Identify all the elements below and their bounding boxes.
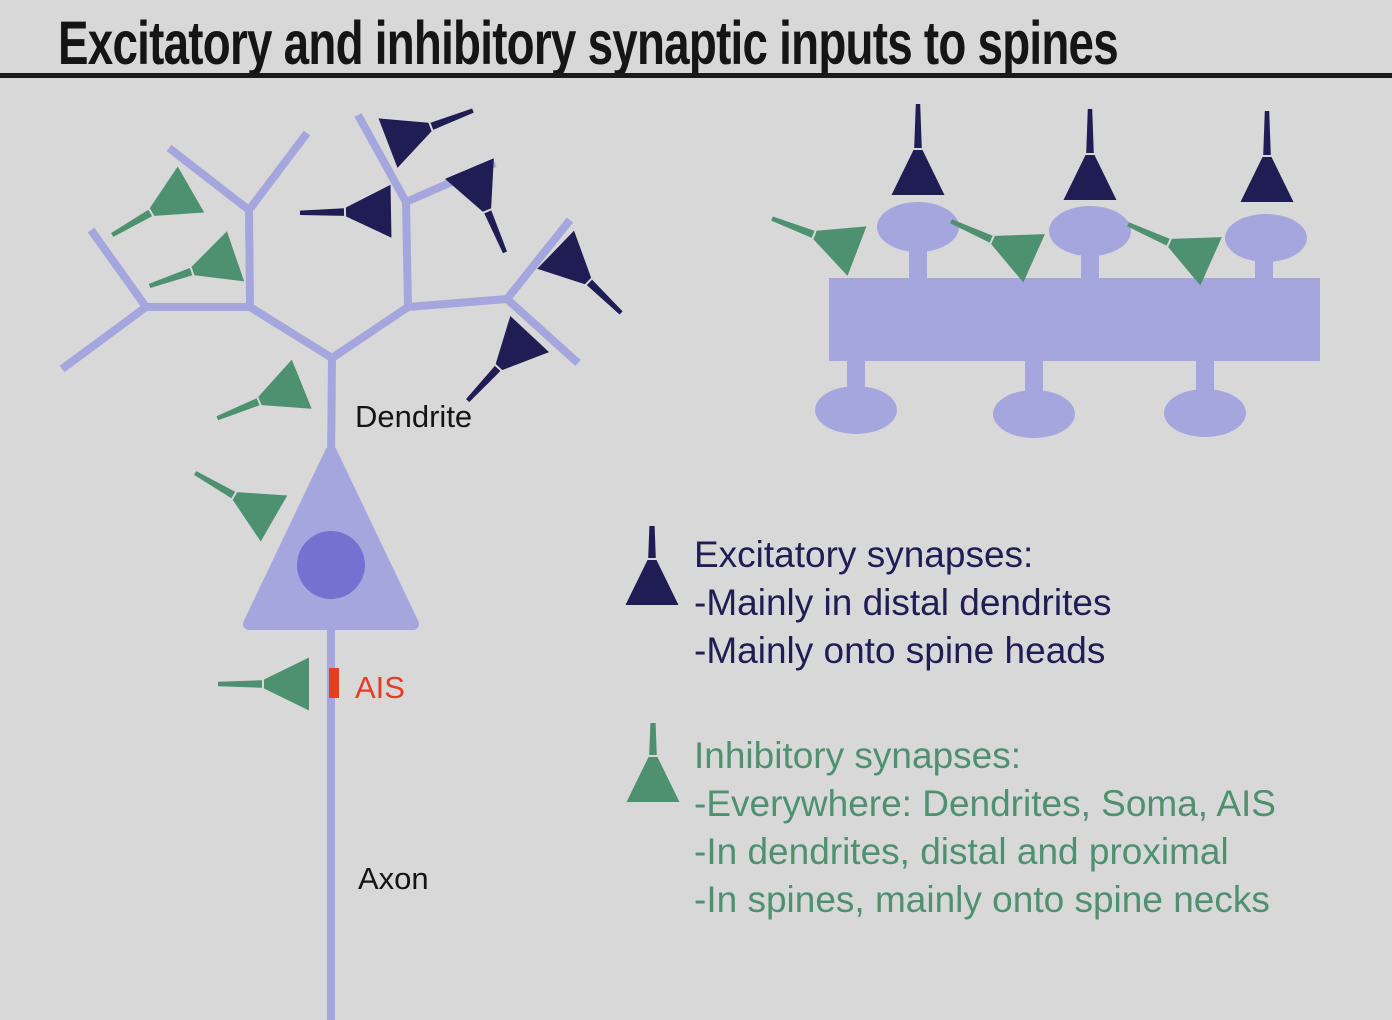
excitatory-synapse — [445, 158, 530, 263]
ais-label: AIS — [355, 670, 405, 705]
dendrite-shaft — [829, 278, 1320, 361]
ais-marker — [329, 668, 339, 698]
excitatory-legend-item: -Mainly in distal dendrites — [694, 582, 1112, 623]
spine-neck — [1255, 256, 1273, 280]
excitatory-legend-item: -Mainly onto spine heads — [694, 630, 1106, 671]
excitatory-synapse — [299, 184, 392, 240]
excitatory-legend: Excitatory synapses: -Mainly in distal d… — [694, 531, 1111, 675]
inhibitory-synapse — [140, 231, 245, 312]
inhibitory-legend: Inhibitory synapses: -Everywhere: Dendri… — [694, 732, 1276, 924]
excitatory-synapse — [1240, 111, 1294, 202]
inhibitory-legend-item: -In spines, mainly onto spine necks — [694, 879, 1270, 920]
axon-label: Axon — [358, 861, 429, 896]
title-divider — [0, 73, 1392, 78]
excitatory-synapse-icon — [625, 526, 679, 605]
inhibitory-synapse — [207, 359, 312, 443]
spine-neck — [909, 246, 927, 280]
spine-head — [1225, 214, 1307, 262]
spine-neck — [1196, 360, 1214, 394]
inhibitory-legend-item: -In dendrites, distal and proximal — [694, 831, 1229, 872]
excitatory-synapse — [1063, 109, 1117, 200]
spine-neck — [1081, 250, 1099, 280]
dendrite-label: Dendrite — [355, 399, 472, 434]
page-title: Excitatory and inhibitory synaptic input… — [58, 9, 1119, 77]
excitatory-legend-heading: Excitatory synapses: — [694, 534, 1034, 575]
inhibitory-synapse — [1117, 200, 1222, 286]
inhibitory-legend-item: -Everywhere: Dendrites, Soma, AIS — [694, 783, 1276, 824]
inhibitory-synapse — [181, 450, 288, 542]
spine-head — [1164, 389, 1246, 437]
spine-head — [877, 202, 959, 252]
spine-head — [993, 390, 1075, 438]
spiny-dendrite-segment — [815, 202, 1320, 438]
dendrite-tree — [59, 113, 581, 463]
inhibitory-synapse — [762, 193, 867, 276]
inhibitory-synapse — [940, 197, 1045, 283]
excitatory-synapse — [378, 85, 483, 168]
nucleus — [297, 531, 365, 599]
spine-head — [815, 386, 897, 434]
excitatory-synapses-on-neuron — [299, 85, 640, 419]
spine-head — [1049, 206, 1131, 256]
excitatory-synapses-on-spines — [891, 104, 1294, 202]
inhibitory-synapse — [218, 657, 309, 711]
spine-neck — [847, 360, 865, 392]
excitatory-synapse — [891, 104, 945, 195]
inhibitory-synapse-icon — [626, 723, 680, 802]
inhibitory-synapse — [98, 166, 205, 258]
pyramidal-neuron — [59, 113, 581, 1020]
inhibitory-synapses-on-spines — [762, 193, 1222, 286]
spine-neck — [1025, 360, 1043, 392]
inhibitory-legend-heading: Inhibitory synapses: — [694, 735, 1022, 776]
